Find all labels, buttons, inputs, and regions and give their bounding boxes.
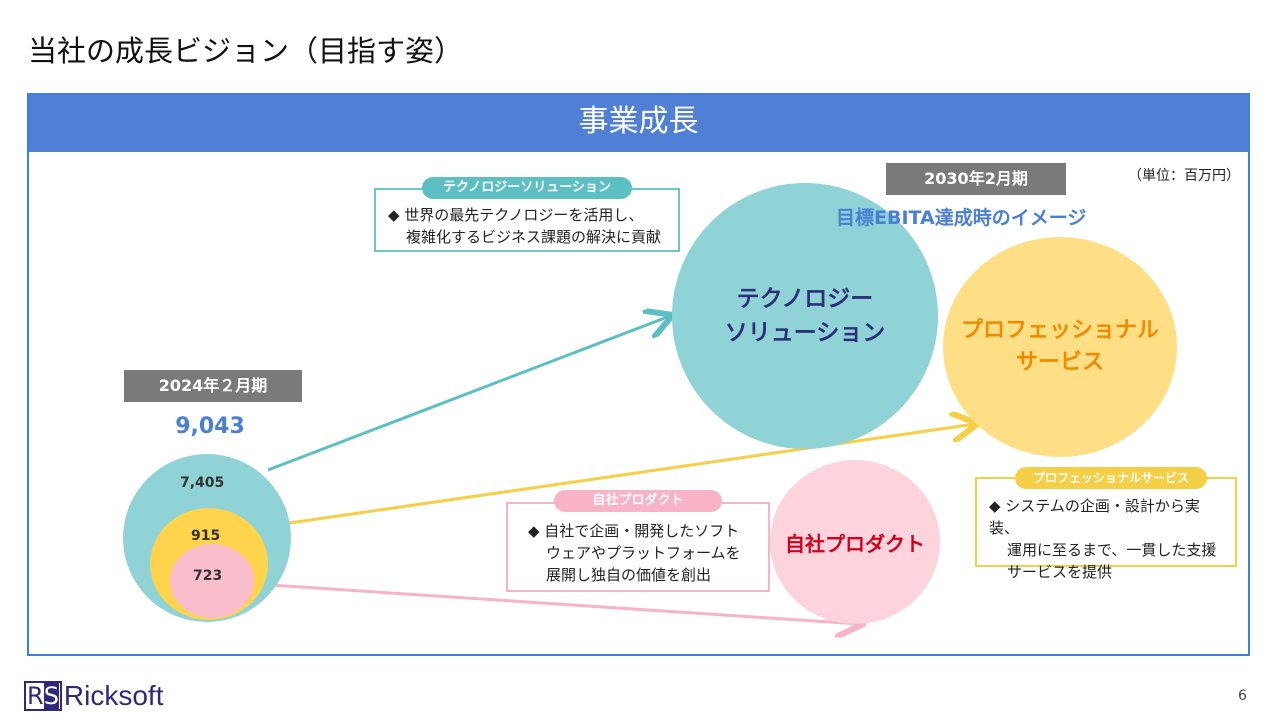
current-product-circle	[170, 544, 254, 618]
callout-text: 複雑化するビジネス課題の解決に貢献	[406, 228, 662, 246]
arrow-tech	[267, 316, 670, 472]
callout-tech-title: テクノロジーソリューション	[422, 177, 632, 199]
section-header: 事業成長	[29, 95, 1248, 152]
callout-text: ◆ 世界の最先テクノロジーを活用し、	[388, 206, 644, 224]
future-caption: 目標EBITA達成時のイメージ	[836, 207, 1087, 229]
content-frame	[27, 93, 1250, 656]
current-period-label: 2024年２月期	[124, 370, 302, 402]
callout-product-title: 自社プロダクト	[554, 490, 722, 512]
callout-text: 運用に至るまで、一貫した支援	[1007, 541, 1217, 559]
callout-text: サービスを提供	[1007, 563, 1113, 581]
callout-pro-title: プロフェッショナルサービス	[1015, 467, 1207, 489]
unit-label: （単位：百万円）	[1128, 168, 1240, 184]
callout-text: ウェアやプラットフォームを	[546, 544, 741, 562]
future-tech-circle: テクノロジー ソリューション	[672, 183, 938, 449]
slide-title: 当社の成長ビジョン（目指す姿）	[28, 34, 464, 68]
callout-text: 展開し独自の価値を創出	[546, 566, 712, 584]
callout-text: ◆ 自社で企画・開発したソフト	[528, 522, 740, 540]
current-product-value: 723	[193, 568, 223, 584]
future-period-label: 2030年2月期	[886, 163, 1066, 195]
current-pro-value: 915	[191, 528, 221, 544]
future-product-circle: 自社プロダクト	[770, 460, 940, 624]
callout-pro: ◆ システムの企画・設計から実装、 運用に至るまで、一貫した支援 サービスを提供	[975, 477, 1237, 581]
current-total: 9,043	[175, 414, 245, 439]
arrow-product	[254, 582, 860, 624]
page-number: 6	[1238, 688, 1247, 704]
callout-product: ◆ 自社で企画・開発したソフト ウェアやプラットフォームを 展開し独自の価値を創…	[506, 502, 770, 592]
current-tech-value: 7,405	[180, 475, 225, 491]
logo-text: Ricksoft	[63, 680, 164, 711]
future-pro-circle: プロフェッショナル サービス	[943, 237, 1177, 457]
callout-text: ◆ システムの企画・設計から実装、	[989, 497, 1200, 537]
callout-tech: ◆ 世界の最先テクノロジーを活用し、 複雑化するビジネス課題の解決に貢献	[374, 188, 680, 252]
arrow-pro	[254, 424, 975, 530]
